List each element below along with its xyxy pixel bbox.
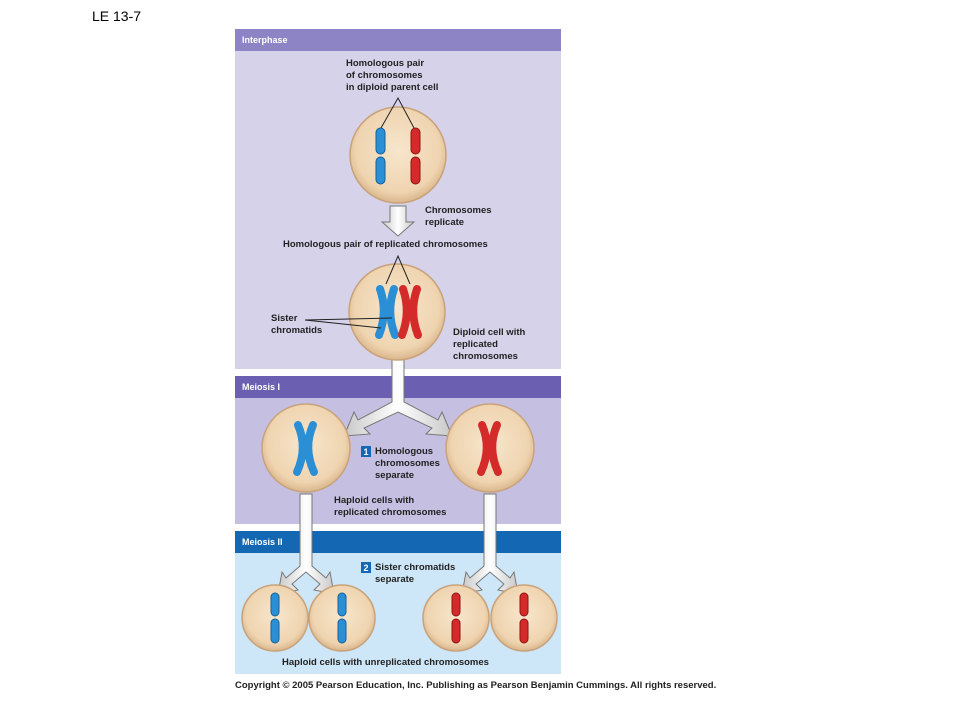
pointer-sister-chromatids (304, 317, 393, 329)
chromosome-blue-replicated (375, 285, 399, 339)
arrow-split-meiosis-1 (343, 359, 453, 437)
daughter-cell-2 (308, 584, 376, 652)
label-homologous-pair: Homologous pair of chromosomes in diploi… (346, 58, 439, 93)
label-diploid-cell: Diploid cell with replicated chromosomes (453, 327, 526, 362)
pointer-replicated-pair (385, 254, 411, 285)
chromosome-red-daughter-4 (519, 592, 529, 644)
step-1-marker (361, 446, 371, 457)
chromosome-blue-meiosis-1 (293, 421, 318, 476)
step-2-marker (361, 562, 371, 573)
chromosome-red-replicated (398, 285, 422, 339)
pointer-homologous-pair (380, 96, 415, 129)
label-homologous-replicated: Homologous pair of replicated chromosome… (283, 239, 488, 250)
copyright-notice: Copyright © 2005 Pearson Education, Inc.… (235, 680, 717, 691)
figure-id: LE 13-7 (92, 8, 142, 24)
chromosome-red-unreplicated (410, 127, 421, 185)
label-haploid-replicated: Haploid cells with replicated chromosome… (334, 495, 447, 518)
daughter-cell-1 (241, 584, 309, 652)
meiosis-2-header: Meiosis II (235, 531, 561, 553)
parent-cell (349, 106, 447, 204)
chromosome-red-daughter-3 (451, 592, 461, 644)
label-sister-chromatids: Sister chromatids (271, 313, 323, 336)
step-1-number: 1 (363, 447, 368, 457)
chromosome-red-meiosis-1 (477, 421, 502, 476)
replicated-diploid-cell (348, 263, 446, 361)
label-chromosomes-replicate: Chromosomes replicate (425, 205, 492, 228)
label-homologous-separate: Homologous chromosomes separate (375, 446, 440, 481)
arrow-replicate (380, 205, 416, 237)
chromosome-blue-daughter-2 (337, 592, 347, 644)
label-sister-separate: Sister chromatids separate (375, 562, 456, 585)
arrow-right-meiosis-2 (461, 493, 519, 595)
daughter-cell-4 (490, 584, 558, 652)
daughter-cell-3 (422, 584, 490, 652)
label-haploid-unreplicated: Haploid cells with unreplicated chromoso… (282, 657, 489, 668)
interphase-header: Interphase (235, 29, 561, 51)
step-2-number: 2 (363, 563, 368, 573)
chromosome-blue-unreplicated (375, 127, 386, 185)
arrow-left-meiosis-2 (277, 493, 335, 595)
chromosome-blue-daughter-1 (270, 592, 280, 644)
